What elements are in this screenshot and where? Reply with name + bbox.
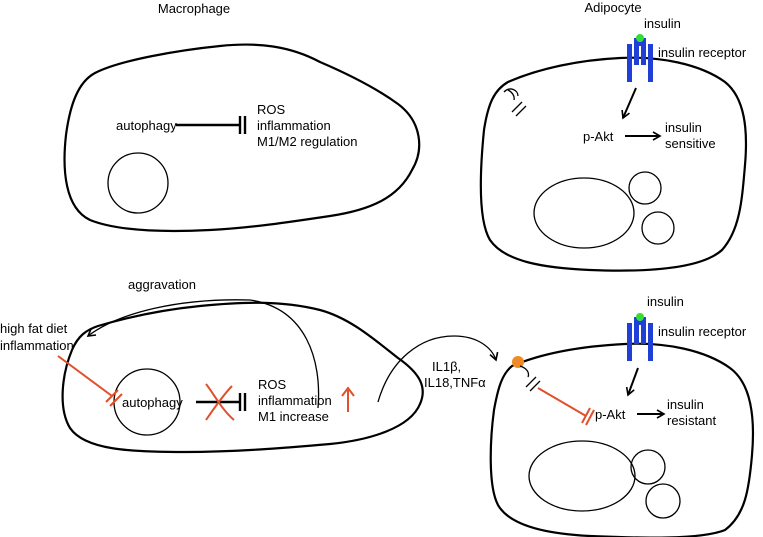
aggravation-label: aggravation <box>128 277 196 292</box>
cytokine-line-1: IL1β, <box>432 359 461 374</box>
bottom-adipocyte-panel: insulin insulin receptor p-Akt insulin r… <box>489 294 755 537</box>
hfd-line-2: inflammation <box>0 338 74 353</box>
bottom-pakt-label: p-Akt <box>595 407 626 422</box>
top-macrophage-panel: Macrophage autophagy ROS inflammation M1… <box>63 1 421 233</box>
insulin-label: insulin <box>644 16 681 31</box>
blocked-cross-icon <box>205 383 235 421</box>
hfd-inhibition-bar <box>105 389 119 403</box>
pakt-label: p-Akt <box>583 129 614 144</box>
cytokine-ligand-icon <box>512 356 524 368</box>
insulin-receptor-icon <box>627 38 653 82</box>
lipid-droplet-small-1 <box>628 171 662 205</box>
receptor-to-pakt-arrow <box>621 87 637 120</box>
bottom-target-ros: ROS <box>258 377 287 392</box>
hfd-inhibition-line <box>57 355 113 397</box>
bottom-insulin-molecule-icon <box>636 313 644 321</box>
aggravation-arrow <box>86 299 320 409</box>
bottom-insulin-receptor-icon <box>627 317 653 361</box>
bottom-macrophage-cell-outline <box>61 301 424 454</box>
outcome-line-2: sensitive <box>665 136 716 151</box>
bottom-outcome-line-2: resistant <box>667 413 717 428</box>
bottom-autophagy-label: autophagy <box>122 395 183 410</box>
bottom-outcome-line-1: insulin <box>667 397 704 412</box>
adipocyte-cell-outline <box>479 56 748 272</box>
macrophage-title: Macrophage <box>158 1 230 16</box>
bottom-receptor-to-pakt-arrow <box>625 367 639 397</box>
cytokine-inhibition-bar-2 <box>585 409 595 426</box>
bottom-receptor-label: insulin receptor <box>658 324 747 339</box>
target-ros: ROS <box>257 102 286 117</box>
top-adipocyte-panel: Adipocyte insulin insulin receptor p-Akt… <box>479 0 748 272</box>
bottom-target-inflammation: inflammation <box>258 393 332 408</box>
bottom-lipid-droplet-small-2 <box>645 483 681 519</box>
increase-arrow-icon <box>341 386 355 412</box>
lipid-droplet-large <box>533 177 635 249</box>
bottom-insulin-label: insulin <box>647 294 684 309</box>
macrophage-nucleus <box>107 152 169 214</box>
cytokine-release-arrow <box>377 335 499 403</box>
cytokine-receptor-icon <box>503 88 527 117</box>
cytokine-line-2: IL18,TNFα <box>424 375 486 390</box>
outcome-line-1: insulin <box>665 120 702 135</box>
hfd-inhibition-bar-2 <box>109 393 123 407</box>
bottom-adipocyte-cell-outline <box>489 342 755 537</box>
cytokine-inhibition-bar <box>581 407 591 424</box>
bottom-lipid-droplet-large <box>528 440 636 512</box>
receptor-label: insulin receptor <box>658 45 747 60</box>
lipid-droplet-small-2 <box>641 211 675 245</box>
target-m1m2: M1/M2 regulation <box>257 134 357 149</box>
bottom-macrophage-panel: aggravation high fat diet inflammation a… <box>0 277 499 454</box>
bottom-cytokine-receptor-icon <box>519 365 541 392</box>
bottom-target-m1: M1 increase <box>258 409 329 424</box>
autophagy-label: autophagy <box>116 118 177 133</box>
hfd-line-1: high fat diet <box>0 321 68 336</box>
macrophage-cell-outline <box>63 43 421 233</box>
adipocyte-title: Adipocyte <box>584 0 641 15</box>
bottom-lipid-droplet-small-1 <box>630 449 666 485</box>
target-inflammation: inflammation <box>257 118 331 133</box>
cytokine-inhibition-line <box>537 387 587 417</box>
insulin-molecule-icon <box>636 34 644 42</box>
